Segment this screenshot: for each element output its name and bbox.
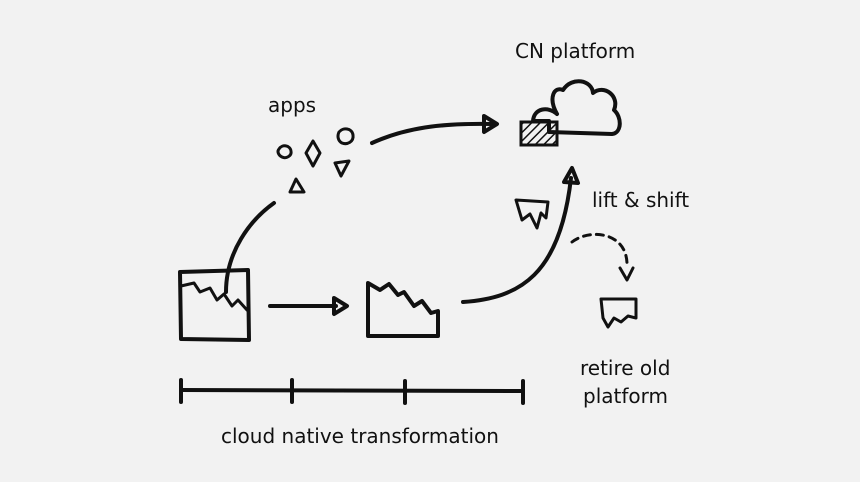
diamond-shape [304,139,322,168]
circle-shape [276,144,293,160]
cn-platform-block [519,120,559,147]
arrow-retire-dashed [570,233,635,282]
arrow-legacy-to-mid [268,296,349,316]
lift-shift-label: lift & shift [592,188,690,212]
apps-label: apps [268,93,317,117]
triangle-shape-2 [333,159,351,178]
circle-shape-2 [336,127,355,146]
cloud-icon [531,79,622,136]
arrow-legacy-to-apps [224,201,276,294]
arrow-mid-to-cn [461,166,580,304]
retire-label-line1: retire old [580,356,671,380]
fragment-icon [514,198,550,230]
transitional-platform-box [366,281,440,338]
timeline [179,378,525,405]
legacy-platform-box [178,268,251,342]
apps-shapes [276,127,355,194]
cn-platform-label: CN platform [515,39,636,63]
arrow-apps-to-cn [370,114,499,145]
retire-label-line2: platform [583,384,668,408]
timeline-label: cloud native transformation [221,424,499,448]
triangle-shape [288,177,306,194]
retired-platform-icon [599,297,638,329]
